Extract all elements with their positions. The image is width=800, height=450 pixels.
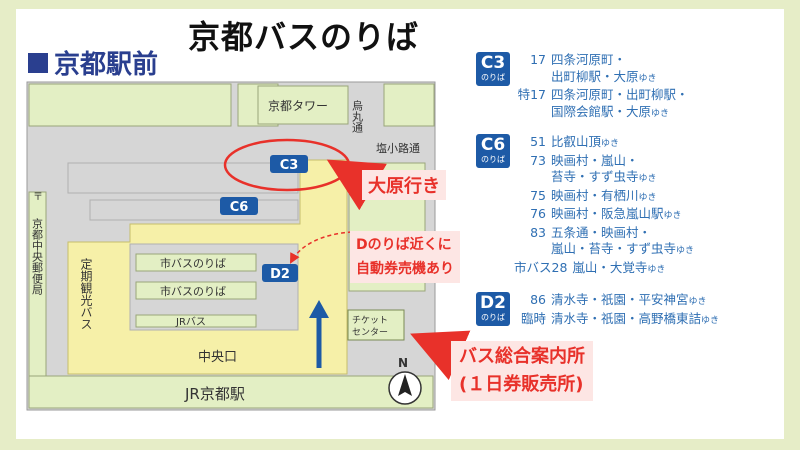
direction-arrow-icon xyxy=(309,300,329,318)
route-badge-c6: C6 のりば xyxy=(476,134,510,168)
north-label: N xyxy=(398,356,408,370)
block-top-right xyxy=(383,83,435,127)
ticket-machine-callout: Dのりば近くに 自動券売機あり xyxy=(350,231,460,283)
route-entries-c3: 17 四条河原町・出町柳駅・大原ゆき 特17 四条河原町・出町柳駅・国際会館駅・… xyxy=(514,52,784,122)
kyoto-tower-label: 京都タワー xyxy=(268,99,328,113)
compass-needle-icon xyxy=(398,374,412,396)
route-entries-c6: 51 比叡山頂ゆき 73 映画村・嵐山・苔寺・すず虫寺ゆき 75 映画村・有栖川… xyxy=(514,134,784,278)
post-office-label: 京都中央郵便局 xyxy=(31,217,44,296)
route-entry: 76 映画村・阪急嵐山駅ゆき xyxy=(530,206,682,221)
jr-station-block xyxy=(28,375,434,409)
route-entry: 特17 四条河原町・出町柳駅・国際会館駅・大原ゆき xyxy=(517,87,689,119)
stop-c3-label: C3 xyxy=(280,158,299,173)
stop-c3-marker xyxy=(270,155,308,173)
central-exit-label: 中央口 xyxy=(198,350,237,365)
route-entry: 市バス28 嵐山・大覚寺ゆき xyxy=(514,259,666,275)
sightseeing-bus-label: 定期観光バス xyxy=(79,257,93,330)
route-entry: 75 映画村・有栖川ゆき xyxy=(530,187,657,203)
city-bus-stop-2-label: 市バスのりば xyxy=(160,284,226,298)
route-entry: 86 清水寺・祇園・平安神宮ゆき xyxy=(530,292,707,307)
platform-jr-bus xyxy=(135,314,257,328)
page-title: 京都バスのりば xyxy=(188,18,420,56)
bus-island-c6 xyxy=(89,199,299,221)
post-office-mark-icon: 〒 xyxy=(33,192,43,203)
station-heading: 京都駅前 xyxy=(28,44,158,81)
karasuma-street-label: 烏丸通 xyxy=(351,99,364,133)
city-bus-stop-1-label: 市バスのりば xyxy=(160,256,226,270)
block-top-left xyxy=(28,83,232,127)
shiokoji-street-label: 塩小路通 xyxy=(376,141,420,155)
ticket-center-label-1: チケット xyxy=(352,315,388,326)
ticket-machine-pointer-icon xyxy=(290,231,353,264)
kyoto-tower-block xyxy=(257,85,349,125)
route-entry: 73 映画村・嵐山・苔寺・すず虫寺ゆき xyxy=(530,152,657,185)
square-bullet-icon xyxy=(28,52,48,73)
stop-d2-marker xyxy=(262,264,298,282)
stop-c6-marker xyxy=(220,197,258,215)
route-badge-c3: C3 のりば xyxy=(476,52,510,86)
stop-d2-label: D2 xyxy=(270,267,290,282)
route-entry: 51 比叡山頂ゆき xyxy=(530,134,620,149)
route-entry: 17 四条河原町・出町柳駅・大原ゆき xyxy=(530,52,657,84)
ohara-callout: 大原行き xyxy=(362,170,446,200)
stop-c6-label: C6 xyxy=(230,200,249,215)
station-name: 京都駅前 xyxy=(54,50,159,80)
route-badge-d2: D2 のりば xyxy=(476,292,510,326)
route-entry: 83 五条通・映画村・嵐山・苔寺・すず虫寺ゆき xyxy=(530,224,695,257)
platform-city-bus-1 xyxy=(135,253,257,272)
ticket-center-label-2: センター xyxy=(352,327,388,338)
route-entry: 臨時 清水寺・祇園・高野橋東詰ゆき xyxy=(520,310,720,326)
jr-station-label: JR京都駅 xyxy=(184,385,245,403)
jr-bus-label: JRバス xyxy=(175,316,206,328)
platform-city-bus-2 xyxy=(135,281,257,300)
info-center-callout: バス総合案内所 (１日券販売所) xyxy=(451,341,593,401)
route-entries-d2: 86 清水寺・祇園・平安神宮ゆき 臨時 清水寺・祇園・高野橋東詰ゆき xyxy=(514,292,784,329)
info-arrow-icon xyxy=(410,330,471,381)
ticket-center-box xyxy=(347,309,405,341)
